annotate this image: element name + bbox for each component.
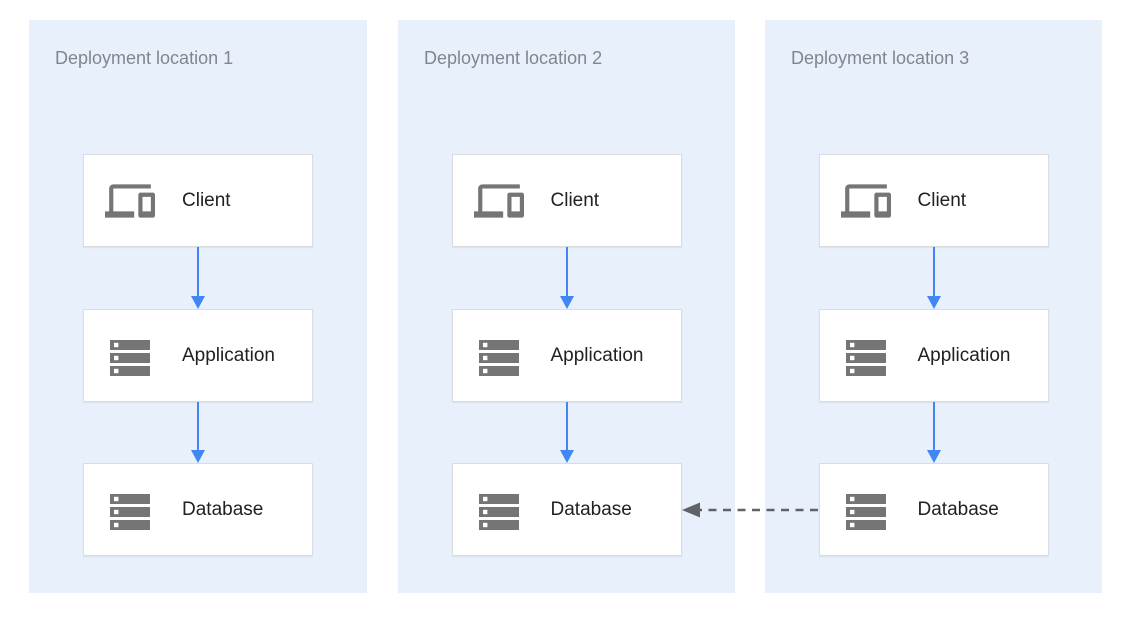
- panel-deployment-location-3: Deployment location 3 Client Application…: [765, 20, 1102, 593]
- node-label: Database: [917, 498, 999, 520]
- server-stack-icon: [471, 330, 527, 382]
- devices-icon: [471, 175, 527, 227]
- devices-icon: [102, 175, 158, 227]
- server-stack-icon: [838, 330, 894, 382]
- node-label: Database: [182, 498, 264, 520]
- panel-title: Deployment location 2: [424, 48, 603, 68]
- replication-dashed-arrow-icon: [682, 502, 818, 518]
- application-node: Application: [83, 309, 313, 402]
- arrow-down-icon: [559, 247, 574, 309]
- node-label: Application: [182, 344, 275, 366]
- node-label: Client: [917, 189, 967, 211]
- server-stack-icon: [838, 484, 894, 536]
- database-node: Database: [818, 463, 1049, 556]
- database-node: Database: [451, 463, 682, 556]
- node-label: Database: [550, 498, 632, 520]
- server-stack-icon: [471, 484, 527, 536]
- application-node: Application: [451, 309, 682, 402]
- arrow-down-icon: [191, 402, 205, 463]
- server-stack-icon: [102, 330, 158, 382]
- client-node: Client: [451, 154, 682, 247]
- devices-icon: [838, 175, 894, 227]
- panel-title: Deployment location 1: [55, 48, 234, 68]
- panel-deployment-location-2: Deployment location 2 Client Application…: [398, 20, 735, 593]
- application-node: Application: [818, 309, 1049, 402]
- panel-title: Deployment location 3: [791, 48, 970, 68]
- panel-deployment-location-1: Deployment location 1 Client Application…: [29, 20, 367, 593]
- node-label: Client: [182, 189, 231, 211]
- node-label: Application: [917, 344, 1011, 366]
- arrow-down-icon: [191, 247, 205, 309]
- database-node: Database: [83, 463, 313, 556]
- arrow-down-icon: [926, 402, 941, 463]
- arrow-down-icon: [559, 402, 574, 463]
- server-stack-icon: [102, 484, 158, 536]
- node-label: Client: [550, 189, 600, 211]
- arrow-down-icon: [926, 247, 941, 309]
- client-node: Client: [818, 154, 1049, 247]
- client-node: Client: [83, 154, 313, 247]
- node-label: Application: [550, 344, 644, 366]
